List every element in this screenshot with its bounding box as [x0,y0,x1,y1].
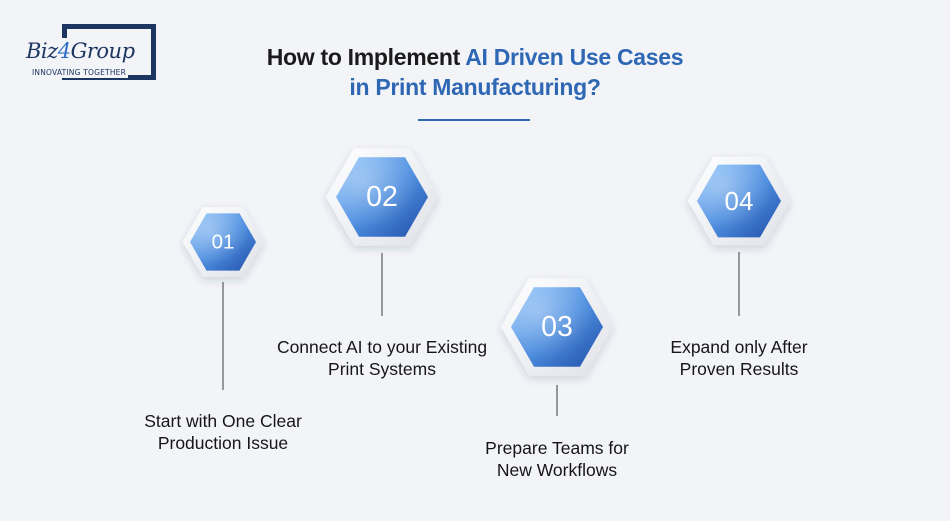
step-label-line: New Workflows [496,460,618,480]
step-number: 03 [541,311,573,343]
step-01-label: Start with One Clear Production Issue [93,410,353,454]
step-label-line: Print Systems [328,359,436,379]
page-title-line-1: How to Implement AI Driven Use Cases [266,44,684,70]
hexagon-shine [697,164,781,238]
step-03-label: Prepare Teams for New Workflows [427,437,687,481]
logo-tagline: INNOVATING TOGETHER [30,68,129,78]
logo-wordmark: Biz4Group [24,39,138,63]
step-label-line: Expand only After [670,337,808,357]
biz4group-logo: Biz4Group INNOVATING TOGETHER [22,24,158,84]
hexagon-shine [190,213,256,271]
step-02-label: Connect AI to your Existing Print System… [252,336,512,380]
step-label-line: Start with One Clear [144,411,302,431]
step-label-line: Proven Results [679,359,799,379]
step-number: 01 [212,231,235,254]
page-title-line-2: in Print Manufacturing? [349,74,601,100]
step-label-line: Prepare Teams for [485,438,629,458]
step-04-label: Expand only After Proven Results [609,336,869,380]
hexagon-shine [511,287,603,367]
step-number: 02 [366,181,398,213]
step-label-line: Connect AI to your Existing [276,337,488,357]
step-label-line: Production Issue [157,433,289,453]
logo-frame-edge [62,24,67,38]
title-underline [418,119,530,121]
hexagon-shine [336,157,428,237]
step-number: 04 [725,186,754,216]
